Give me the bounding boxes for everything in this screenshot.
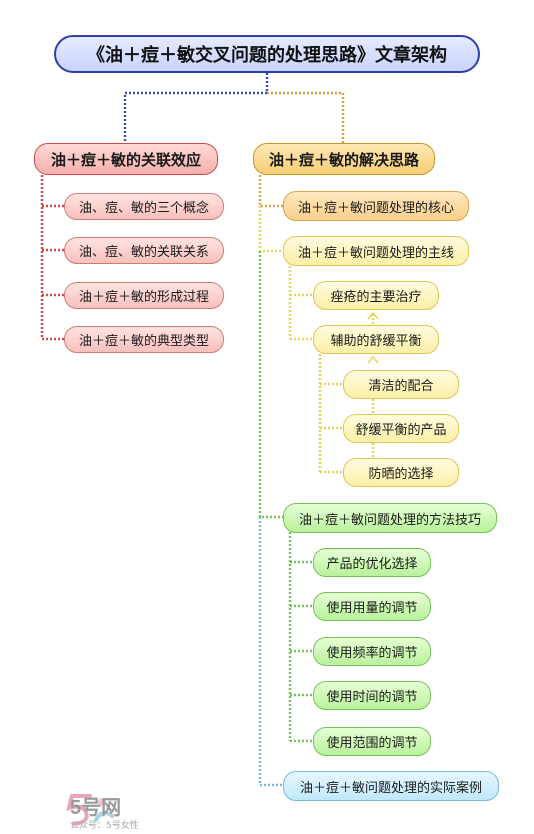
connector-branch2-green bbox=[258, 251, 283, 519]
node-soothing-products: 舒缓平衡的产品 bbox=[343, 414, 459, 443]
connector-root-branch1 bbox=[123, 73, 269, 143]
node-acne-main-treatment: 痤疮的主要治疗 bbox=[313, 281, 439, 310]
node-dosage-adjustment: 使用用量的调节 bbox=[313, 592, 431, 621]
node-practical-cases: 油＋痘＋敏问题处理的实际案例 bbox=[283, 771, 499, 801]
node-sunscreen-choice: 防晒的选择 bbox=[343, 458, 459, 487]
brand-logo-icon bbox=[66, 794, 114, 826]
arrow-up-icon bbox=[367, 355, 379, 364]
leaf-formation-process: 油＋痘＋敏的形成过程 bbox=[64, 282, 224, 309]
branch-solution-ideas: 油＋痘＋敏的解决思路 bbox=[253, 143, 435, 175]
connector-root-branch2 bbox=[267, 91, 345, 143]
node-handling-mainline: 油＋痘＋敏问题处理的主线 bbox=[283, 236, 469, 266]
branch-association-effect: 油＋痘＋敏的关联效应 bbox=[34, 143, 218, 175]
watermark-brand: 5号网 bbox=[70, 797, 122, 819]
node-frequency-adjustment: 使用频率的调节 bbox=[313, 637, 431, 666]
node-product-optimization: 产品的优化选择 bbox=[313, 548, 431, 577]
connector-branch2-orange bbox=[258, 175, 283, 208]
root-node-title: 《油＋痘＋敏交叉问题的处理思路》文章架构 bbox=[54, 35, 480, 73]
connector-branch2-blue bbox=[258, 517, 283, 787]
leaf-typical-types: 油＋痘＋敏的典型类型 bbox=[64, 326, 224, 353]
node-auxiliary-soothing: 辅助的舒缓平衡 bbox=[313, 325, 439, 354]
watermark-subtitle: 公众号：5号女性 bbox=[70, 821, 139, 831]
node-area-adjustment: 使用范围的调节 bbox=[313, 727, 431, 756]
node-handling-core: 油＋痘＋敏问题处理的核心 bbox=[283, 191, 469, 221]
arrow-up-icon bbox=[367, 311, 379, 320]
node-cleansing: 清洁的配合 bbox=[343, 370, 459, 399]
leaf-three-concepts: 油、痘、敏的三个概念 bbox=[64, 193, 224, 220]
leaf-association-relation: 油、痘、敏的关联关系 bbox=[64, 237, 224, 264]
node-time-adjustment: 使用时间的调节 bbox=[313, 681, 431, 710]
node-methods-techniques: 油＋痘＋敏问题处理的方法技巧 bbox=[283, 503, 497, 533]
connector-branch2-yellow bbox=[258, 206, 283, 253]
